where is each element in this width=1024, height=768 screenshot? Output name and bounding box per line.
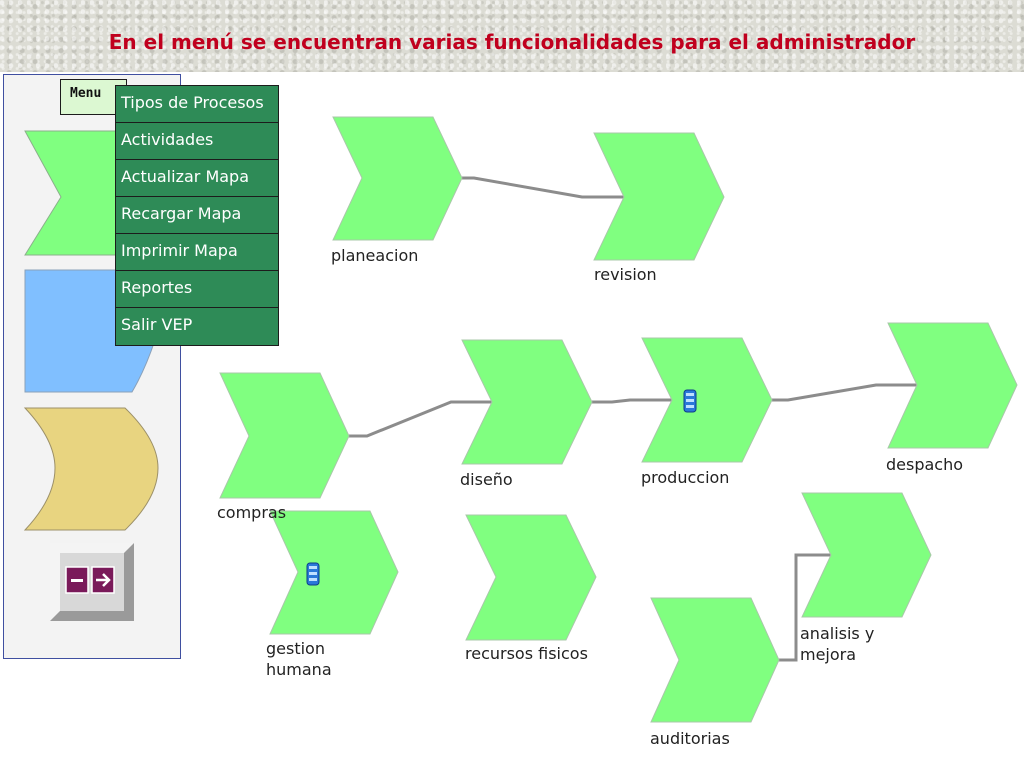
- menu-item-actualizar-mapa[interactable]: Actualizar Mapa: [116, 160, 278, 197]
- process-planeacion-shape[interactable]: [332, 116, 463, 241]
- storage-shape-icon[interactable]: [23, 407, 159, 531]
- connector-lines: [349, 176, 920, 662]
- menu-item-reportes[interactable]: Reportes: [116, 271, 278, 308]
- connector-produccion-despacho: [772, 383, 920, 402]
- slide-title: En el menú se encuentran varias funciona…: [108, 30, 916, 54]
- process-label-produccion: produccion: [641, 468, 730, 487]
- process-label-analisis-mejora: analisis y mejora: [800, 624, 875, 664]
- process-despacho-shape[interactable]: [887, 322, 1018, 449]
- process-diseno-shape[interactable]: [461, 339, 593, 465]
- process-revision-shape[interactable]: [593, 132, 725, 261]
- connector-compras-diseno: [349, 400, 493, 438]
- database-icon-produccion[interactable]: [683, 389, 697, 413]
- exit-icon[interactable]: [50, 543, 134, 621]
- process-compras-shape[interactable]: [219, 372, 350, 499]
- menu-item-recargar-mapa[interactable]: Recargar Mapa: [116, 197, 278, 234]
- database-icon-gestion-humana[interactable]: [306, 562, 320, 586]
- process-label-despacho: despacho: [886, 455, 964, 474]
- connector-auditorias-analisis: [779, 553, 833, 662]
- process-label-diseno: diseño: [460, 470, 513, 489]
- process-label-revision: revision: [594, 265, 657, 284]
- title-band: [0, 0, 1024, 72]
- process-label-gestion-humana: gestion humana: [266, 639, 332, 679]
- process-label-auditorias: auditorias: [650, 729, 730, 748]
- menu-item-salir-vep[interactable]: Salir VEP: [121, 315, 193, 334]
- menu-item-imprimir-mapa[interactable]: Imprimir Mapa: [116, 234, 278, 271]
- process-recursos-fisicos-shape[interactable]: [465, 514, 597, 641]
- process-label-compras: compras: [217, 503, 287, 522]
- connector-diseno-produccion: [592, 398, 674, 404]
- process-analisis-mejora-shape[interactable]: [801, 492, 932, 618]
- process-auditorias-shape[interactable]: [650, 597, 780, 723]
- process-produccion-shape[interactable]: [641, 337, 773, 463]
- process-gestion-humana-shape[interactable]: [269, 510, 399, 635]
- process-label-recursos-fisicos: recursos fisicos: [465, 644, 588, 663]
- menu-item-tipos-de-procesos[interactable]: Tipos de Procesos: [116, 86, 278, 123]
- connector-planeacion-revision: [462, 176, 628, 199]
- menu-item-actividades[interactable]: Actividades: [116, 123, 278, 160]
- process-label-planeacion: planeacion: [331, 246, 419, 265]
- menu-dropdown: Tipos de Procesos Actividades Actualizar…: [115, 85, 279, 346]
